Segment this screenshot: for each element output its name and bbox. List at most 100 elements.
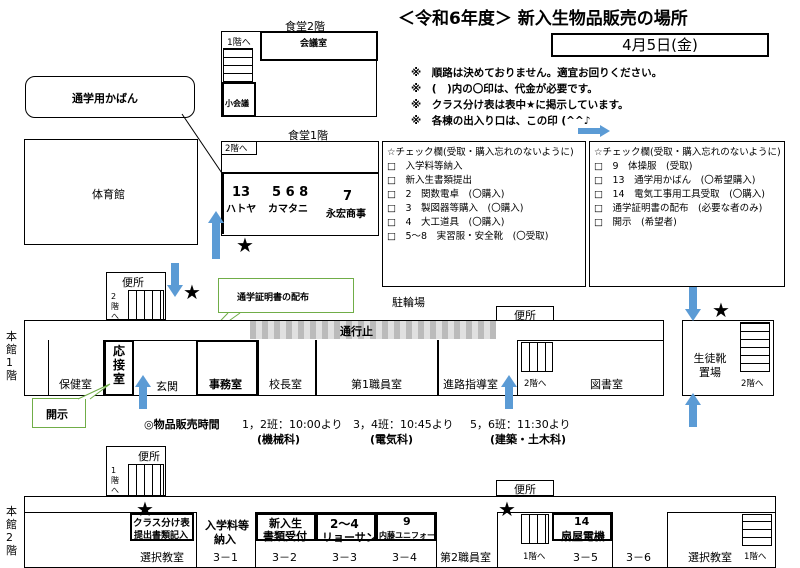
- booth-sub: 納入: [214, 533, 236, 546]
- star-icon: ★: [183, 280, 201, 304]
- star-icon: ★: [498, 497, 516, 521]
- shoe-stairs-label: 2階へ: [741, 379, 764, 389]
- booth: [376, 513, 436, 541]
- entrance-arrow-icon: [135, 375, 151, 409]
- room-label: 第2職員室: [440, 551, 491, 564]
- checklist-item[interactable]: □ 通学証明書の配布 (必要な者のみ): [594, 203, 763, 214]
- room: [48, 340, 104, 396]
- room-label: 玄関: [156, 380, 178, 393]
- floor2-toilet-label: 便所: [138, 450, 160, 463]
- booth-sub: 書類受付: [263, 530, 307, 543]
- vendor-name: ハトヤ: [226, 204, 257, 215]
- entrance-arrow-icon: [167, 263, 183, 297]
- gym: [24, 139, 198, 245]
- cafeteria2-stairs-label: 1階へ: [227, 38, 251, 48]
- room-label: 保健室: [59, 378, 92, 391]
- vendor-num: 5 6 8: [272, 185, 309, 200]
- booth-sub: リョーサン: [322, 531, 377, 544]
- checklist-item[interactable]: □ 14 電気工事用工具受取 (〇購入): [594, 189, 765, 200]
- bag-callout: [25, 76, 195, 118]
- room-label: 図書室: [590, 378, 623, 391]
- small-conference-room: [222, 82, 256, 117]
- sales-time-dept: (電気科): [370, 433, 414, 446]
- checklist-item[interactable]: □ 3 製図器等購入 (〇購入): [387, 203, 524, 214]
- checklist-right: ☆チェック欄(受取・購入忘れのないように) □ 9 体操服 (受取) □ 13 …: [589, 141, 785, 287]
- cafeteria2-stairs: [223, 48, 253, 82]
- checklist-item[interactable]: □ 2 関数電卓 (〇購入): [387, 189, 505, 200]
- open-callout: [32, 398, 86, 428]
- room-label: 選択教室: [688, 551, 732, 564]
- floor2-stairs2: [521, 514, 549, 544]
- checklist-item[interactable]: □ 5～8 実習服・安全靴 (〇受取): [387, 231, 549, 242]
- checklist-left: ☆チェック欄(受取・購入忘れのないように) □ 入学料等納入 □ 新入生書類提出…: [382, 141, 586, 287]
- floor1-toilet2-label: 便所: [514, 309, 536, 322]
- room: [436, 512, 498, 568]
- booth-title: 入学料等: [205, 519, 249, 532]
- booth-room: 選択教室: [140, 551, 184, 564]
- gym-label: 体育館: [92, 188, 125, 201]
- bike-parking-label: 駐輪場: [392, 296, 425, 309]
- floor1-stairs2: [521, 342, 553, 372]
- conference-room: [260, 31, 378, 61]
- entrance-arrow-icon: [685, 287, 701, 321]
- floor1-side-label: 本館1階: [6, 330, 17, 382]
- checklist-item[interactable]: □ 新入生書類提出: [387, 175, 472, 186]
- checklist-item[interactable]: □ 9 体操服 (受取): [594, 161, 693, 172]
- pass-callout-label: 通学証明書の配布: [237, 293, 310, 303]
- room-label: 応接室: [113, 344, 126, 386]
- shoe-stairs: [740, 322, 770, 372]
- sales-time-slot: 5，6班：11:30より: [470, 418, 571, 431]
- open-callout-label: 開示: [46, 408, 68, 421]
- star-icon: ★: [136, 497, 154, 521]
- checklist-title: ☆チェック欄(受取・購入忘れのないように): [387, 147, 574, 158]
- entrance-arrow-icon: [685, 393, 701, 427]
- checklist-title: ☆チェック欄(受取・購入忘れのないように): [594, 147, 781, 158]
- cafeteria1-stairs-label: 2階へ: [225, 144, 248, 154]
- conference-room-label: 会議室: [300, 39, 328, 49]
- shoe-area-label: 生徒靴置場: [693, 352, 727, 379]
- note-line: ※ ( )内の〇印は、代金が必要です。: [411, 83, 598, 95]
- room-label: 事務室: [209, 378, 242, 391]
- floor1-stairs-label: 2階へ: [111, 292, 119, 321]
- entrance-arrow-icon: [578, 122, 610, 137]
- floor2-stairs2-label: 1階へ: [523, 552, 546, 562]
- no-entry-strip: [250, 321, 496, 339]
- booth-sub: 扇屋電機: [561, 530, 605, 543]
- corridor-line: [24, 512, 776, 513]
- booth-title: 14: [574, 515, 590, 528]
- small-conference-label: 小会議: [225, 99, 249, 108]
- booth-title: 新入生: [269, 517, 302, 530]
- booth-room: 3－3: [332, 551, 357, 564]
- cafeteria1-stairs-box: [221, 141, 257, 155]
- room: [258, 340, 316, 396]
- sales-time-slot: 1，2班：10:00より: [242, 418, 343, 431]
- room-label: 3－6: [626, 551, 651, 564]
- note-line: ※ クラス分け表は表中★に掲示しています。: [411, 99, 629, 111]
- sales-time-dept: (建築・土木科): [490, 433, 567, 446]
- floor2-stairs: [128, 464, 164, 496]
- star-icon: ★: [236, 233, 254, 257]
- vendor-name: カマタニ: [268, 204, 308, 215]
- star-icon: ★: [712, 298, 730, 322]
- vendor-area: [222, 172, 378, 234]
- vendor-num: 7: [343, 189, 353, 204]
- booth-sub: 内藤ユニフォーム: [379, 531, 443, 540]
- checklist-item[interactable]: □ 入学料等納入: [387, 161, 463, 172]
- sales-time-label: ◎物品販売時間: [144, 418, 220, 431]
- vendor-num: 13: [232, 185, 251, 200]
- checklist-item[interactable]: □ 4 大工道具 (〇購入): [387, 217, 505, 228]
- entrance-arrow-icon: [501, 375, 517, 409]
- date-box: 4月5日(金): [551, 33, 769, 57]
- floor2-stairs-label: 1階へ: [111, 466, 119, 495]
- booth: [552, 513, 612, 541]
- sales-time-dept: (機械科): [257, 433, 301, 446]
- booth-title: クラス分け表: [133, 518, 190, 529]
- checklist-item[interactable]: □ 13 通学用かばん (〇希望購入): [594, 175, 756, 186]
- checklist-item[interactable]: □ 開示 (希望者): [594, 217, 677, 228]
- notes: ※ 順路は決めておりません。適宜お回りください。 ※ ( )内の〇印は、代金が必…: [411, 65, 662, 129]
- booth-room: 3－2: [272, 551, 297, 564]
- room-highlight: [104, 340, 134, 396]
- floor2-stairs3-label: 1階へ: [744, 552, 767, 562]
- booth-title: 2～4: [330, 517, 359, 531]
- floor1-stairs2-label: 2階へ: [524, 379, 547, 389]
